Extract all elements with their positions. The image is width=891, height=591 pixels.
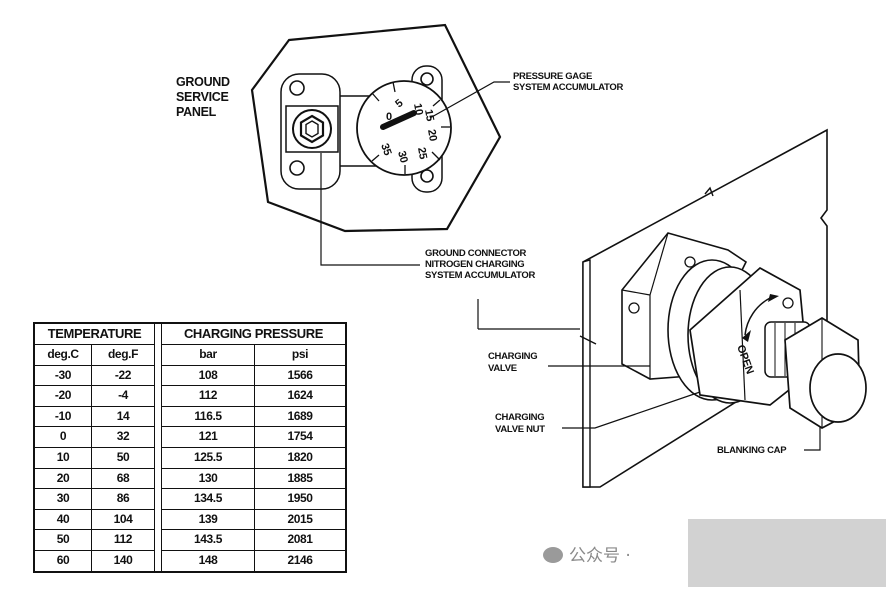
ground-connector-label-2: NITROGEN CHARGING (425, 259, 524, 270)
charging-pressure-header: CHARGING PRESSURE (161, 322, 347, 345)
deg-f-cell: 140 (91, 549, 155, 573)
psi-cell: 1754 (254, 426, 347, 448)
gauge-scale-0: 0 (386, 111, 392, 123)
psi-cell: 1950 (254, 488, 347, 510)
psi-cell: 1820 (254, 446, 347, 469)
gauge-scale-20: 20 (425, 128, 439, 142)
deg-f-cell: 14 (91, 405, 155, 428)
temperature-header: TEMPERATURE (33, 322, 155, 345)
deg-f-cell: 68 (91, 467, 155, 490)
psi-cell: 1624 (254, 385, 347, 407)
deg-f-cell: -4 (91, 385, 155, 407)
ground-service-panel-label-1: GROUND (176, 75, 230, 89)
bar-cell: 108 (161, 364, 255, 387)
deg-f-cell: 32 (91, 426, 155, 448)
bar-cell: 112 (161, 385, 255, 407)
deg-f-cell: 86 (91, 488, 155, 510)
blanking-cap-leader (804, 426, 821, 451)
wechat-icon (543, 547, 563, 563)
charging-valve-nut-label-1: CHARGING (495, 412, 544, 423)
gauge-scale-30: 30 (395, 150, 410, 165)
psi-cell: 1885 (254, 467, 347, 490)
watermark-box (688, 519, 886, 587)
psi-cell: 2146 (254, 549, 347, 573)
pressure-gage-label-1: PRESSURE GAGE (513, 71, 592, 82)
gauge-scale-10: 10 (411, 102, 425, 116)
pressure-gage-label-2: SYSTEM ACCUMULATOR (513, 82, 623, 93)
deg-c-cell: 60 (33, 549, 92, 573)
charging-valve-label-2: VALVE (488, 363, 517, 374)
ground-connector-label-1: GROUND CONNECTOR (425, 248, 527, 259)
charging-valve-label-1: CHARGING (488, 351, 537, 362)
psi-cell: 2015 (254, 508, 347, 531)
ground-connector-leader (320, 153, 420, 266)
gauge-scale-25: 25 (415, 146, 429, 160)
bar-cell: 143.5 (161, 529, 255, 551)
ground-service-panel-label-3: PANEL (176, 105, 217, 119)
ground-service-panel-label-2: SERVICE (176, 90, 229, 104)
deg-c-cell: 40 (33, 508, 92, 531)
pressure-gage-leader (429, 81, 510, 119)
bar-cell: 139 (161, 508, 255, 531)
bar-cell: 130 (161, 467, 255, 490)
gauge-scale-15: 15 (422, 108, 436, 122)
deg-c-cell: -30 (33, 364, 92, 387)
deg-f-cell: -22 (91, 364, 155, 387)
deg-c-cell: -10 (33, 405, 92, 428)
pressure-gauge: 0 5 10 15 20 25 30 35 (356, 80, 452, 176)
charging-valve-nut-label-2: VALVE NUT (495, 424, 545, 435)
bar-cell: 121 (161, 426, 255, 448)
bar-cell: 134.5 (161, 488, 255, 510)
bar-cell: 116.5 (161, 405, 255, 428)
deg-f-cell: 50 (91, 446, 155, 469)
psi-cell: 1689 (254, 405, 347, 428)
deg-c-cell: 50 (33, 529, 92, 551)
blanking-cap-label: BLANKING CAP (717, 445, 787, 456)
charging-pressure-table: TEMPERATURE CHARGING PRESSURE deg.C deg.… (33, 322, 347, 573)
charging-valve-nut-leader (562, 391, 701, 429)
bar-cell: 125.5 (161, 446, 255, 469)
psi-cell: 1566 (254, 364, 347, 387)
watermark-text: 公众号 · (569, 546, 631, 566)
gauge-scale-35: 35 (378, 142, 393, 157)
deg-c-cell: 20 (33, 467, 92, 490)
watermark: 公众号 · (543, 541, 631, 566)
bar-cell: 148 (161, 549, 255, 573)
psi-cell: 2081 (254, 529, 347, 551)
nitrogen-charging-connector (285, 105, 339, 153)
deg-f-cell: 112 (91, 529, 155, 551)
blanking-cap (784, 317, 867, 429)
deg-c-cell: -20 (33, 385, 92, 407)
deg-c-cell: 10 (33, 446, 92, 469)
deg-f-header: deg.F (91, 344, 155, 366)
deg-c-cell: 30 (33, 488, 92, 510)
ground-connector-label-3: SYSTEM ACCUMULATOR (425, 270, 535, 281)
deg-c-header: deg.C (33, 344, 92, 366)
bar-header: bar (161, 344, 255, 366)
deg-f-cell: 104 (91, 508, 155, 531)
psi-header: psi (254, 344, 347, 366)
deg-c-cell: 0 (33, 426, 92, 448)
